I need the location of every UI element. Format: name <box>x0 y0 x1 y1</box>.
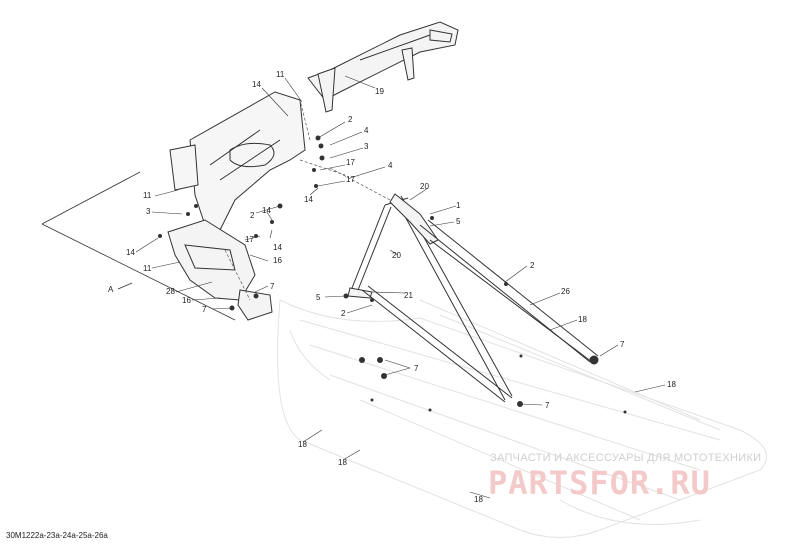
callout-7: 7 <box>545 401 550 410</box>
callout-20: 20 <box>420 182 429 191</box>
callout-18: 18 <box>667 380 676 389</box>
callout-16: 16 <box>273 256 282 265</box>
watermark-tagline: ЗАПЧАСТИ И АКСЕССУАРЫ ДЛЯ МОТОТЕХНИКИ <box>490 452 762 464</box>
callout-2: 2 <box>341 309 346 318</box>
callout-2: 2 <box>530 261 535 270</box>
callout-18: 18 <box>474 495 483 504</box>
callout-17: 17 <box>346 158 355 167</box>
callout-4: 4 <box>388 161 393 170</box>
detail-marker: A <box>108 285 114 294</box>
detail-a-frame-lines <box>41 171 236 321</box>
front-bulkhead-part <box>169 91 306 231</box>
callout-16: 16 <box>182 296 191 305</box>
callout-14: 14 <box>273 243 282 252</box>
steering-column-part <box>307 21 459 113</box>
callout-11: 11 <box>143 191 152 200</box>
callout-17: 17 <box>245 235 254 244</box>
watermark-brand: PARTSFOR.RU <box>488 464 711 502</box>
fasteners <box>158 135 627 414</box>
callout-14: 14 <box>252 80 261 89</box>
callout-18: 18 <box>298 440 307 449</box>
callout-7: 7 <box>620 340 625 349</box>
callout-19: 19 <box>375 87 384 96</box>
callout-5: 5 <box>316 293 321 302</box>
lower-mount-bracket-part <box>167 219 273 321</box>
callout-labels: 11 14 19 2 4 3 17 4 17 14 11 3 2 14 14 1… <box>108 70 676 504</box>
callout-11: 11 <box>143 264 152 273</box>
callout-3: 3 <box>146 207 151 216</box>
callout-2: 2 <box>250 211 255 220</box>
front-strut-a-frame-part <box>347 193 513 403</box>
callout-7: 7 <box>414 364 419 373</box>
ghost-tunnel <box>277 299 768 538</box>
rear-strut-part <box>419 219 599 365</box>
callout-11: 11 <box>276 70 285 79</box>
callout-14: 14 <box>262 206 271 215</box>
callout-20: 20 <box>392 251 401 260</box>
callout-18: 18 <box>338 458 347 467</box>
callout-4: 4 <box>364 126 369 135</box>
callout-3: 3 <box>364 142 369 151</box>
callout-7: 7 <box>270 282 275 291</box>
callout-14: 14 <box>304 195 313 204</box>
callout-2: 2 <box>348 115 353 124</box>
callout-leaders <box>135 75 666 499</box>
callout-21: 21 <box>404 291 413 300</box>
callout-14: 14 <box>126 248 135 257</box>
callout-5: 5 <box>456 217 461 226</box>
callout-17: 17 <box>346 175 355 184</box>
callout-28: 28 <box>166 287 175 296</box>
callout-26: 26 <box>561 287 570 296</box>
callout-18: 18 <box>578 315 587 324</box>
callout-7: 7 <box>202 305 207 314</box>
diagram-code: 30M1222a-23a-24a-25a-26a <box>6 531 108 540</box>
assembly-guide-lines <box>224 99 391 301</box>
callout-1: 1 <box>456 201 461 210</box>
